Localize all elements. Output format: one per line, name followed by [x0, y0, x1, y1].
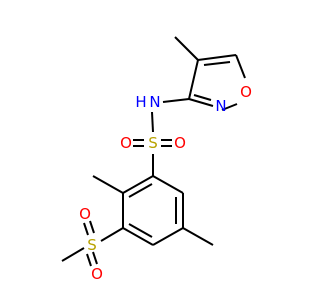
atom-s-sulfonamide: S: [148, 134, 158, 152]
atom-o-sulfonyl-bottom: O: [91, 265, 103, 283]
bond-c4-c5-isoxazole-inner: [203, 61, 231, 66]
bond-c3-c4-isoxazole: [188, 59, 199, 100]
bond-c4-methyl: [174, 36, 199, 61]
bond-c1-c2-inner: [128, 183, 153, 198]
bond-s-sulfonyl-o-bottom-2: [92, 251, 98, 265]
bond-c3-c4: [122, 227, 154, 246]
atom-o-sulfonyl-top: O: [79, 205, 91, 223]
bond-s-sulfonyl-o-top-2: [89, 220, 95, 234]
bond-n-s-sulfonamide: [151, 111, 154, 133]
bond-c1-c2: [122, 175, 154, 194]
bond-c3-s-sulfonyl: [100, 227, 124, 242]
atom-n-amide: N: [149, 93, 160, 111]
bond-c3-n-amide: [162, 98, 190, 103]
bond-n-c3-isoxazole-inner: [193, 94, 212, 101]
bond-o-n-isoxazole: [221, 103, 238, 111]
bond-c6-c1: [152, 175, 184, 194]
atom-o-sulfonamide-left: O: [120, 134, 132, 152]
bond-c4-c5: [152, 227, 184, 246]
chemical-structure: N H N O S O O S O O: [61, 36, 252, 283]
atom-n-isoxazole: N: [215, 97, 226, 115]
bond-s-sulfonyl-methyl: [61, 247, 85, 262]
bond-c2-methyl: [92, 175, 124, 194]
bond-c5-methyl: [182, 227, 214, 246]
bond-c5-o-isoxazole: [235, 54, 246, 79]
bond-c4-c5-isoxazole: [197, 54, 237, 61]
bond-s-sulfonyl-o-bottom: [86, 253, 92, 267]
atom-o-sulfonamide-right: O: [174, 134, 186, 152]
bond-n-c3-isoxazole: [188, 98, 214, 107]
atom-s-sulfonyl: S: [87, 236, 97, 254]
atom-h-amide: H: [135, 93, 146, 111]
bond-c3-c4-inner: [128, 223, 153, 238]
bond-s-sulfonyl-o-top: [83, 222, 89, 236]
atom-o-isoxazole: O: [240, 83, 252, 101]
